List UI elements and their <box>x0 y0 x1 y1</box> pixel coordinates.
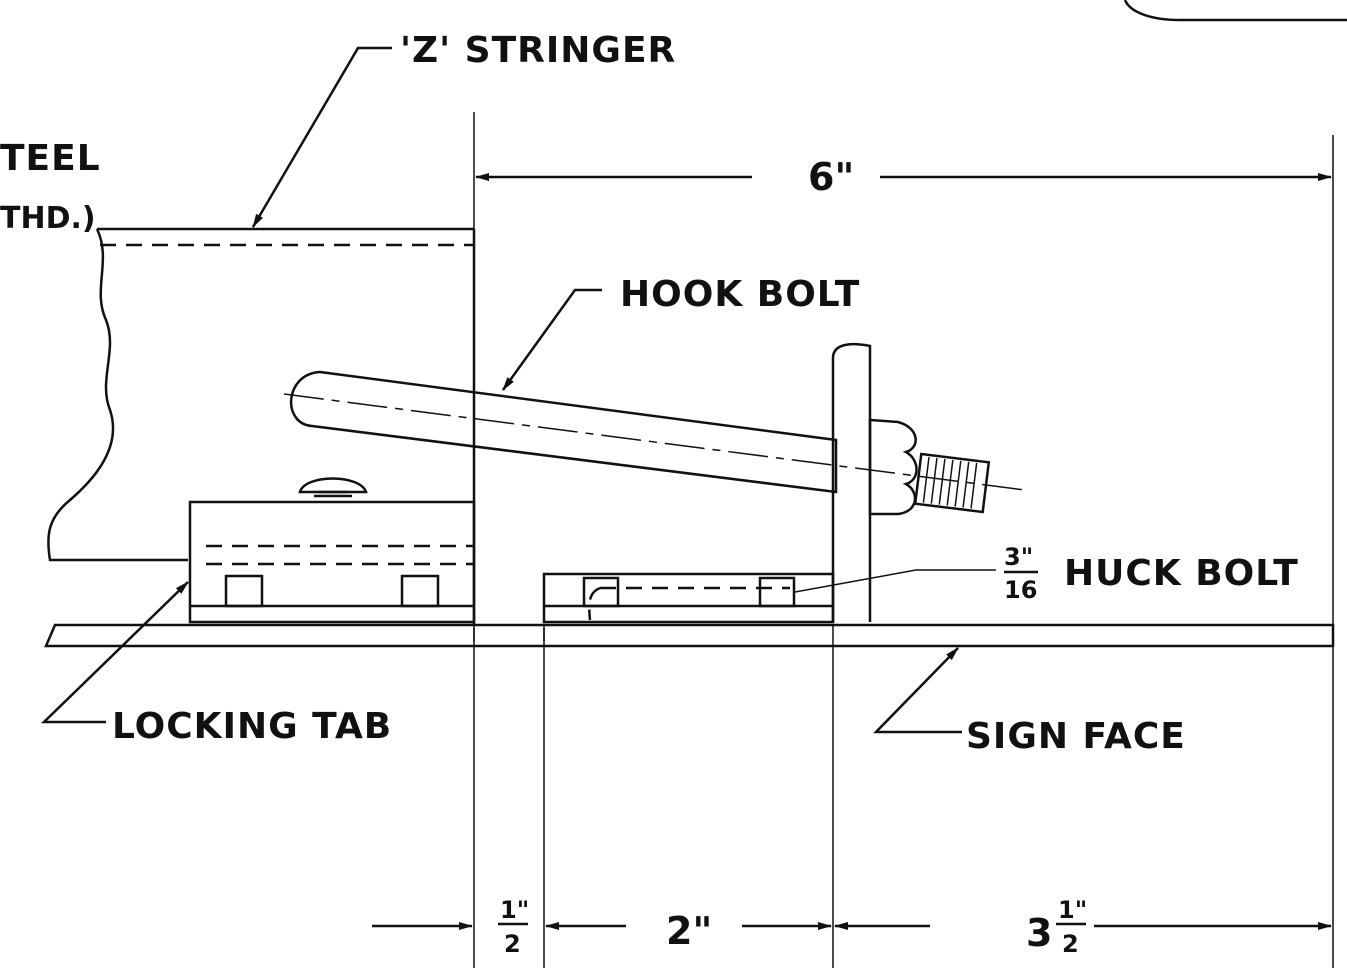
huck-bolt-fraction-num: 3" <box>1004 543 1033 571</box>
dimension-6in: 6" <box>808 155 854 199</box>
dimension-3-half-num: 1" <box>1058 896 1087 924</box>
leader-z-stringer <box>251 46 392 228</box>
title-block-corner <box>1123 0 1347 22</box>
label-locking-tab: LOCKING TAB <box>112 706 392 747</box>
label-steel-partial: TEEL <box>0 138 101 179</box>
sign-face-plate <box>44 623 1335 648</box>
leader-huck-bolt <box>794 569 996 593</box>
dimension-half-num: 1" <box>500 896 529 924</box>
dimension-2in: 2" <box>666 909 712 953</box>
z-stringer <box>47 227 476 625</box>
locking-tab-block <box>188 477 476 624</box>
dimension-half-den: 2 <box>504 930 521 958</box>
hook-bolt <box>283 370 1026 516</box>
huck-bolt-block <box>542 572 835 624</box>
label-z-stringer: 'Z' STRINGER <box>400 30 676 71</box>
leader-hook-bolt <box>501 288 602 391</box>
clip-plate <box>831 342 872 622</box>
leader-sign-face <box>873 647 962 734</box>
leader-locking-tab <box>40 581 189 724</box>
huck-bolt-fraction-den: 16 <box>1004 576 1037 604</box>
label-sign-face: SIGN FACE <box>966 716 1186 757</box>
extension-lines <box>473 112 1334 968</box>
label-huck-bolt: HUCK BOLT <box>1064 553 1299 594</box>
label-hook-bolt: HOOK BOLT <box>620 274 860 315</box>
dimension-3-half-den: 2 <box>1062 930 1079 958</box>
label-thd-partial: THD.) <box>0 201 96 236</box>
dimension-3-half-whole: 3 <box>1026 911 1052 955</box>
